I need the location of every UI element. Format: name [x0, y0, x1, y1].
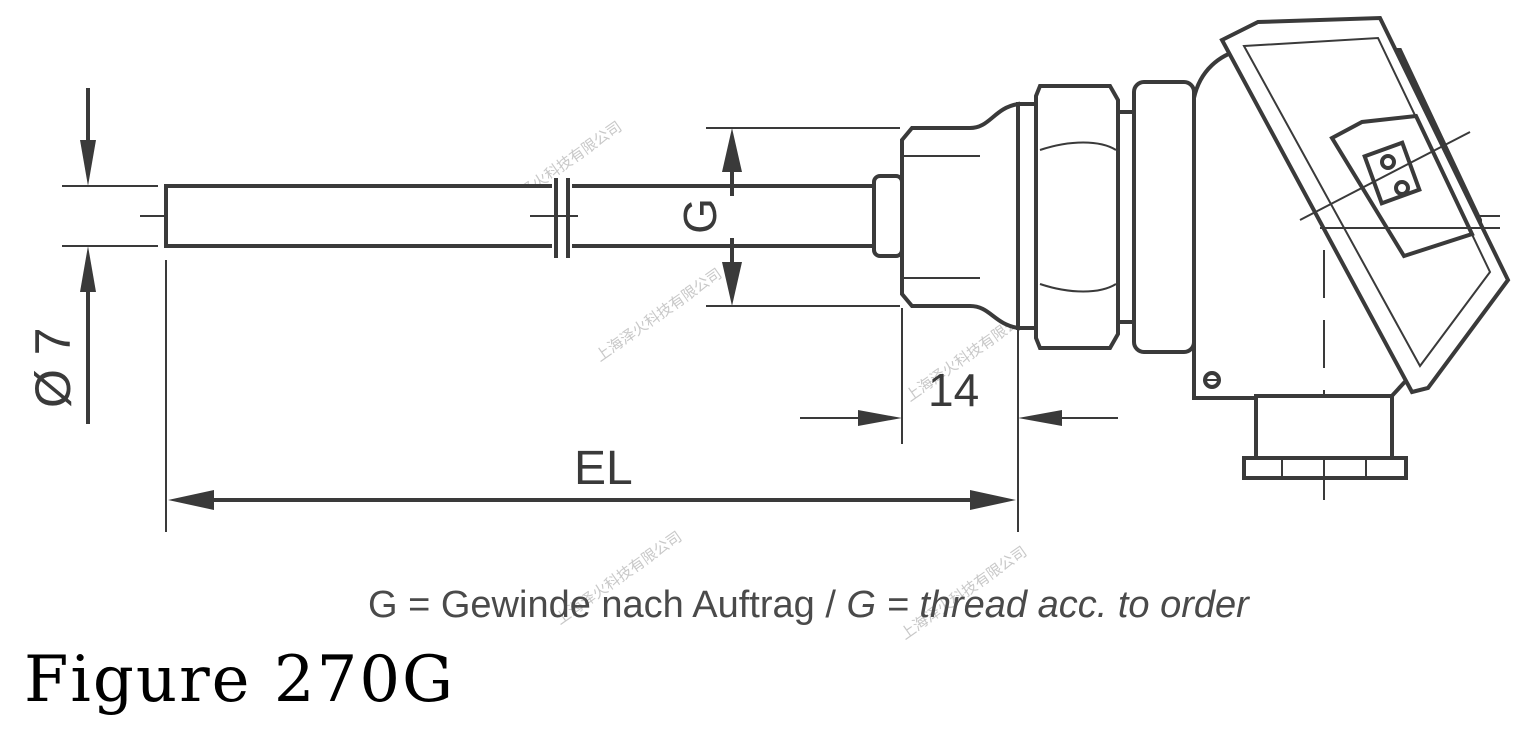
head-collar: [1132, 80, 1196, 354]
cable-gland: [1242, 394, 1408, 500]
connection-head: [1192, 15, 1511, 480]
el-dimension: EL: [165, 260, 1016, 532]
threaded-fitting: [900, 101, 1020, 331]
thread-note: G = Gewinde nach Auftrag / G = thread ac…: [368, 580, 1508, 630]
thread-dimension: G: [674, 127, 900, 307]
thread-note-english: G = thread acc. to order: [846, 584, 1249, 626]
length-14-label: 14: [928, 364, 979, 416]
hex-nut: [1016, 84, 1136, 350]
diameter-label: Ø 7: [25, 327, 81, 408]
watermark-2: 上海泽火科技有限公司: [592, 264, 725, 365]
thread-note-german: G = Gewinde nach Auftrag /: [368, 584, 847, 626]
el-label: EL: [574, 442, 633, 495]
thread-label: G: [674, 198, 726, 234]
diameter-dimension: Ø 7: [25, 88, 158, 424]
figure-caption: Figure 270G: [24, 643, 456, 717]
probe-sheath: [164, 178, 880, 258]
length-14-dimension: 14: [800, 308, 1118, 532]
probe-neck: [872, 174, 904, 258]
